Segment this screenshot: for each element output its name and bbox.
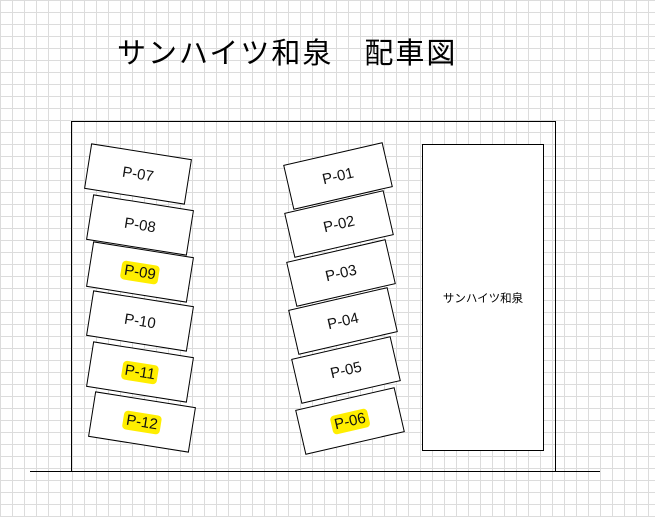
stall-label: P-01 [320, 164, 356, 188]
ground-line [30, 471, 600, 472]
stall-label: P-05 [328, 358, 364, 382]
stall-label: P-04 [325, 309, 361, 333]
parking-lot-outline [71, 121, 556, 472]
stall-label: P-10 [123, 310, 157, 332]
stall-label: P-11 [120, 359, 160, 385]
stall-label: P-07 [121, 163, 155, 185]
stall-label: P-02 [321, 212, 357, 236]
stall-label: P-12 [121, 409, 163, 435]
page-title: サンハイツ和泉 配車図 [117, 38, 458, 70]
building: サンハイツ和泉 [422, 144, 544, 451]
building-label: サンハイツ和泉 [442, 292, 524, 305]
stall-label: P-09 [119, 259, 161, 285]
stall-label: P-03 [323, 261, 359, 285]
stall-label: P-06 [329, 407, 371, 435]
stall-label: P-08 [123, 214, 157, 236]
